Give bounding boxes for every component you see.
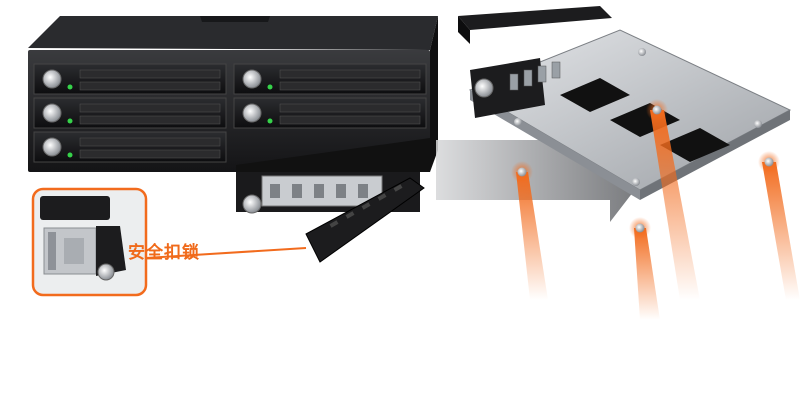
tray-latch-handle <box>305 177 425 263</box>
screw-icon <box>242 69 262 89</box>
screw-icon <box>635 223 645 233</box>
screw-icon <box>42 137 62 157</box>
screw-icon <box>632 178 640 186</box>
led-indicator-icon <box>67 118 73 124</box>
screw-icon <box>42 69 62 89</box>
led-indicator-icon <box>267 118 273 124</box>
screw-guide-1 <box>511 118 548 300</box>
led-indicator-icon <box>67 84 73 90</box>
screw-icon <box>97 263 115 281</box>
screw-icon <box>754 120 762 128</box>
screw-icon <box>764 157 774 167</box>
drive-bay-row-2-right <box>233 97 427 129</box>
safety-lock-label: 安全扣锁 <box>128 243 200 263</box>
screw-icon <box>652 105 662 115</box>
screw-icon <box>517 167 527 177</box>
drive-bay-row-1-left <box>33 63 227 95</box>
screw-icon <box>242 194 262 214</box>
screw-guide-2 <box>638 48 700 300</box>
led-indicator-icon <box>267 84 273 90</box>
screw-icon <box>42 103 62 123</box>
safety-lock-callout <box>31 187 307 297</box>
screw-icon <box>474 78 494 98</box>
led-indicator-icon <box>67 152 73 158</box>
drive-bay-row-2-left <box>33 97 227 129</box>
drive-bay-row-3-left <box>33 131 227 163</box>
screw-icon <box>514 118 522 126</box>
screw-icon <box>638 48 646 56</box>
drive-bay-row-1-right <box>233 63 427 95</box>
callout-pointer-line <box>145 247 307 259</box>
screw-guide-4 <box>754 120 800 300</box>
screw-guide-3 <box>629 178 660 320</box>
screw-icon <box>242 103 262 123</box>
